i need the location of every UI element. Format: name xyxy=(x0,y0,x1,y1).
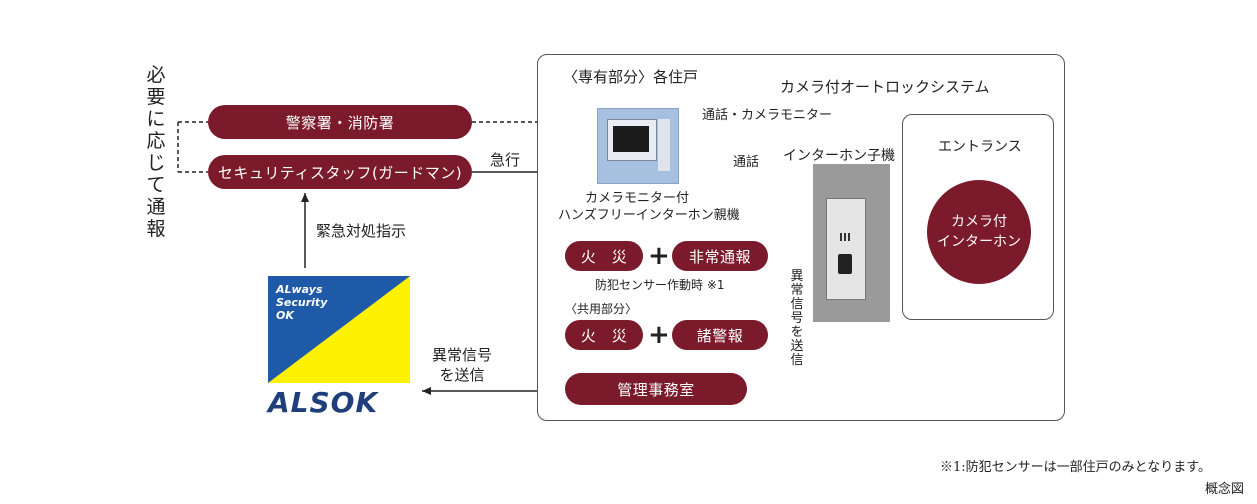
private-area-label: 〈専有部分〉各住戸 xyxy=(563,68,699,86)
sensor-note: 防犯センサー作動時 ※1 xyxy=(595,278,725,292)
logo-tagline-3: OK xyxy=(276,309,294,322)
send-abnormal-vertical-label: 異常信号を送信 xyxy=(790,269,804,368)
camera-intercom-circle: カメラ付 インターホン xyxy=(927,180,1031,284)
footnote: ※1:防犯センサーは一部住戸のみとなります。 xyxy=(940,460,1211,475)
monitor-bezel xyxy=(607,119,657,161)
intercom-sub-unit xyxy=(813,164,890,322)
call-camera-label: 通話・カメラモニター xyxy=(702,108,833,123)
plus-icon-2: + xyxy=(648,320,670,350)
logo-tagline-1: ALways xyxy=(276,283,323,296)
security-staff-pill: セキュリティスタッフ(ガードマン) xyxy=(208,155,472,189)
rush-label: 急行 xyxy=(490,151,521,169)
call-label: 通話 xyxy=(733,155,760,170)
report-if-needed-label: 必要に応じて通報 xyxy=(146,64,166,240)
system-title: カメラ付オートロックシステム xyxy=(780,78,990,96)
emergency-instruction-label: 緊急対処指示 xyxy=(316,222,407,240)
intercom-sub-label: インターホン子機 xyxy=(783,148,895,164)
common-area-label: 〈共用部分〉 xyxy=(565,302,638,316)
plus-icon-1: + xyxy=(648,241,670,271)
camera-lens-icon xyxy=(838,254,852,274)
monitor-device xyxy=(597,108,679,184)
monitor-caption: カメラモニター付 ハンズフリーインターホン親機 xyxy=(558,191,740,223)
entrance-label: エントランス xyxy=(938,139,1022,155)
fire-pill-2: 火 災 xyxy=(565,320,643,350)
monitor-side-panel xyxy=(658,119,670,171)
intercom-sub-panel xyxy=(826,198,866,300)
logo-tagline-2: Security xyxy=(276,296,328,309)
alsok-brand-text: ALSOK xyxy=(268,386,379,419)
emergency-report-pill: 非常通報 xyxy=(672,241,768,271)
speaker-grille-icon xyxy=(840,233,850,241)
management-office-pill: 管理事務室 xyxy=(565,373,747,405)
alsok-logo-graphic xyxy=(268,276,410,383)
abnormal-signal-label: 異常信号 を送信 xyxy=(432,346,493,384)
report-bracket xyxy=(177,121,208,173)
alarms-pill: 諸警報 xyxy=(672,320,768,350)
fire-pill-1: 火 災 xyxy=(565,241,643,271)
alsok-logo: ALways Security OK xyxy=(268,276,410,383)
concept-label: 概念図 xyxy=(1205,482,1245,497)
police-fire-pill: 警察署・消防署 xyxy=(208,105,472,139)
monitor-screen xyxy=(613,126,649,152)
